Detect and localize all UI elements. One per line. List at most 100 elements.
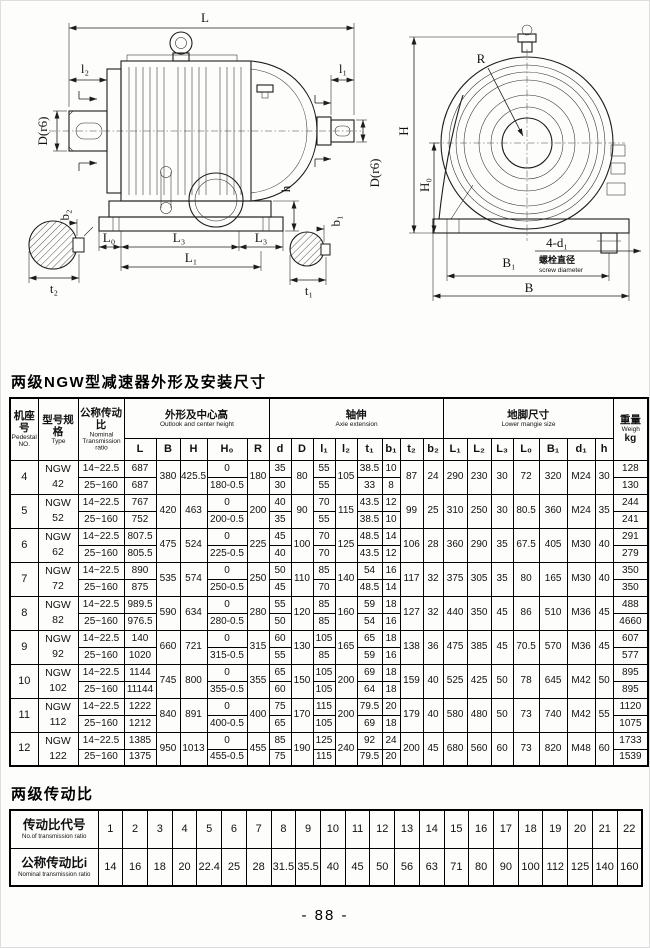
val-h: 55 <box>594 697 614 733</box>
val-R: 455 <box>246 731 270 767</box>
val-L0: 78 <box>512 663 540 699</box>
val-l1: 55 <box>312 510 336 529</box>
ratio-code: 10 <box>319 809 346 849</box>
col-d: d <box>268 437 292 461</box>
val-L: 1144 <box>123 663 157 682</box>
val-R: 180 <box>246 459 270 495</box>
val-H0: 225-0.5 <box>206 544 248 563</box>
val-R: 280 <box>246 595 270 631</box>
ratio-range: 25~160 <box>77 476 125 495</box>
val-L: 752 <box>123 510 157 529</box>
ratio-value: 100 <box>517 847 544 887</box>
col-l1: l₁ <box>312 437 336 461</box>
val-H: 1013 <box>179 731 208 767</box>
val-H0: 0 <box>206 527 248 546</box>
val-B1: 645 <box>538 663 568 699</box>
val-b1: 20 <box>381 697 401 716</box>
val-L1: 360 <box>442 527 468 563</box>
col-D: D <box>290 437 314 461</box>
val-H0: 0 <box>206 629 248 648</box>
val-R: 200 <box>246 493 270 529</box>
val-H: 574 <box>179 561 208 597</box>
ratio-codes-label-cn: 传动比代号 <box>22 818 86 833</box>
val-H0: 315-0.5 <box>206 646 248 665</box>
dim-label-t2: t₂ <box>50 281 58 296</box>
val-H0: 355-0.5 <box>206 680 248 699</box>
header-pedestal: 机座号 Pedestal NO. <box>9 397 39 461</box>
header-foot-en: Lower mangie size <box>501 420 556 428</box>
dim-label-L3b: L₃ <box>255 230 267 245</box>
model-type-series: NGW <box>45 598 71 611</box>
model-type: NGW 82 <box>37 595 79 631</box>
val-L3: 30 <box>490 493 514 529</box>
dim-label-B1: B₁ <box>502 255 515 270</box>
val-l1: 125 <box>312 731 336 750</box>
val-B: 380 <box>155 459 181 495</box>
val-L: 1375 <box>123 748 157 767</box>
ratio-code: 16 <box>468 809 494 849</box>
val-t1: 64 <box>356 680 383 699</box>
header-weight-en: Weigh <box>621 426 640 434</box>
val-b1: 12 <box>381 544 401 563</box>
val-b2: 24 <box>422 459 444 495</box>
val-L3: 45 <box>490 595 514 631</box>
dim-label-R: R <box>477 51 486 66</box>
ratio-range: 25~160 <box>77 646 125 665</box>
val-L0: 86 <box>512 595 540 631</box>
val-B1: 820 <box>538 731 568 767</box>
val-L: 890 <box>123 561 157 580</box>
ratio-code: 7 <box>245 809 272 849</box>
val-l2: 140 <box>334 561 358 597</box>
model-type-size: 82 <box>52 614 64 626</box>
ratio-code: 19 <box>542 809 569 849</box>
ratio-code: 2 <box>122 809 148 849</box>
val-b1: 16 <box>381 612 401 631</box>
val-L1: 680 <box>442 731 468 767</box>
ratio-code: 6 <box>221 809 247 849</box>
val-L: 976.5 <box>123 612 157 631</box>
val-t2: 159 <box>399 663 424 699</box>
header-pedestal-cn: 机座号 <box>13 410 35 435</box>
col-R: R <box>246 437 270 461</box>
model-type-series: NGW <box>45 632 71 645</box>
val-H0: 280-0.5 <box>206 612 248 631</box>
val-d: 65 <box>268 714 292 733</box>
val-weight: 4660 <box>612 612 649 631</box>
val-d: 55 <box>268 595 292 614</box>
val-D: 100 <box>290 527 314 563</box>
dim-label-b2: b₂ <box>57 209 72 220</box>
ratio-code: 4 <box>171 809 198 849</box>
val-d: 60 <box>268 680 292 699</box>
val-L: 687 <box>123 459 157 478</box>
dimension-table: 机座号 Pedestal NO. 型号规格 Type 公称传动比 Nominal… <box>9 397 650 767</box>
val-R: 225 <box>246 527 270 563</box>
header-ratio: 公称传动比 Nominal Transmission ratio <box>77 397 125 461</box>
header-weight-cn: 重量 <box>619 414 641 427</box>
ratio-value: 160 <box>616 847 643 887</box>
val-L3: 35 <box>490 561 514 597</box>
val-weight: 895 <box>612 680 649 699</box>
val-d: 35 <box>268 510 292 529</box>
val-L: 1212 <box>123 714 157 733</box>
val-b2: 28 <box>422 527 444 563</box>
val-weight: 350 <box>612 561 649 580</box>
val-d: 35 <box>268 459 292 478</box>
col-b2: b₂ <box>422 437 444 461</box>
val-l2: 115 <box>334 493 358 529</box>
val-d1: M36 <box>566 629 596 665</box>
val-l2: 105 <box>334 459 358 495</box>
ratio-code: 1 <box>97 809 124 849</box>
val-L: 11144 <box>123 680 157 699</box>
val-d: 75 <box>268 697 292 716</box>
val-weight: 244 <box>612 493 649 512</box>
ratio-range: 25~160 <box>77 714 125 733</box>
val-l2: 160 <box>334 595 358 631</box>
val-L2: 230 <box>466 459 492 495</box>
ratio-value: 31.5 <box>270 847 297 887</box>
